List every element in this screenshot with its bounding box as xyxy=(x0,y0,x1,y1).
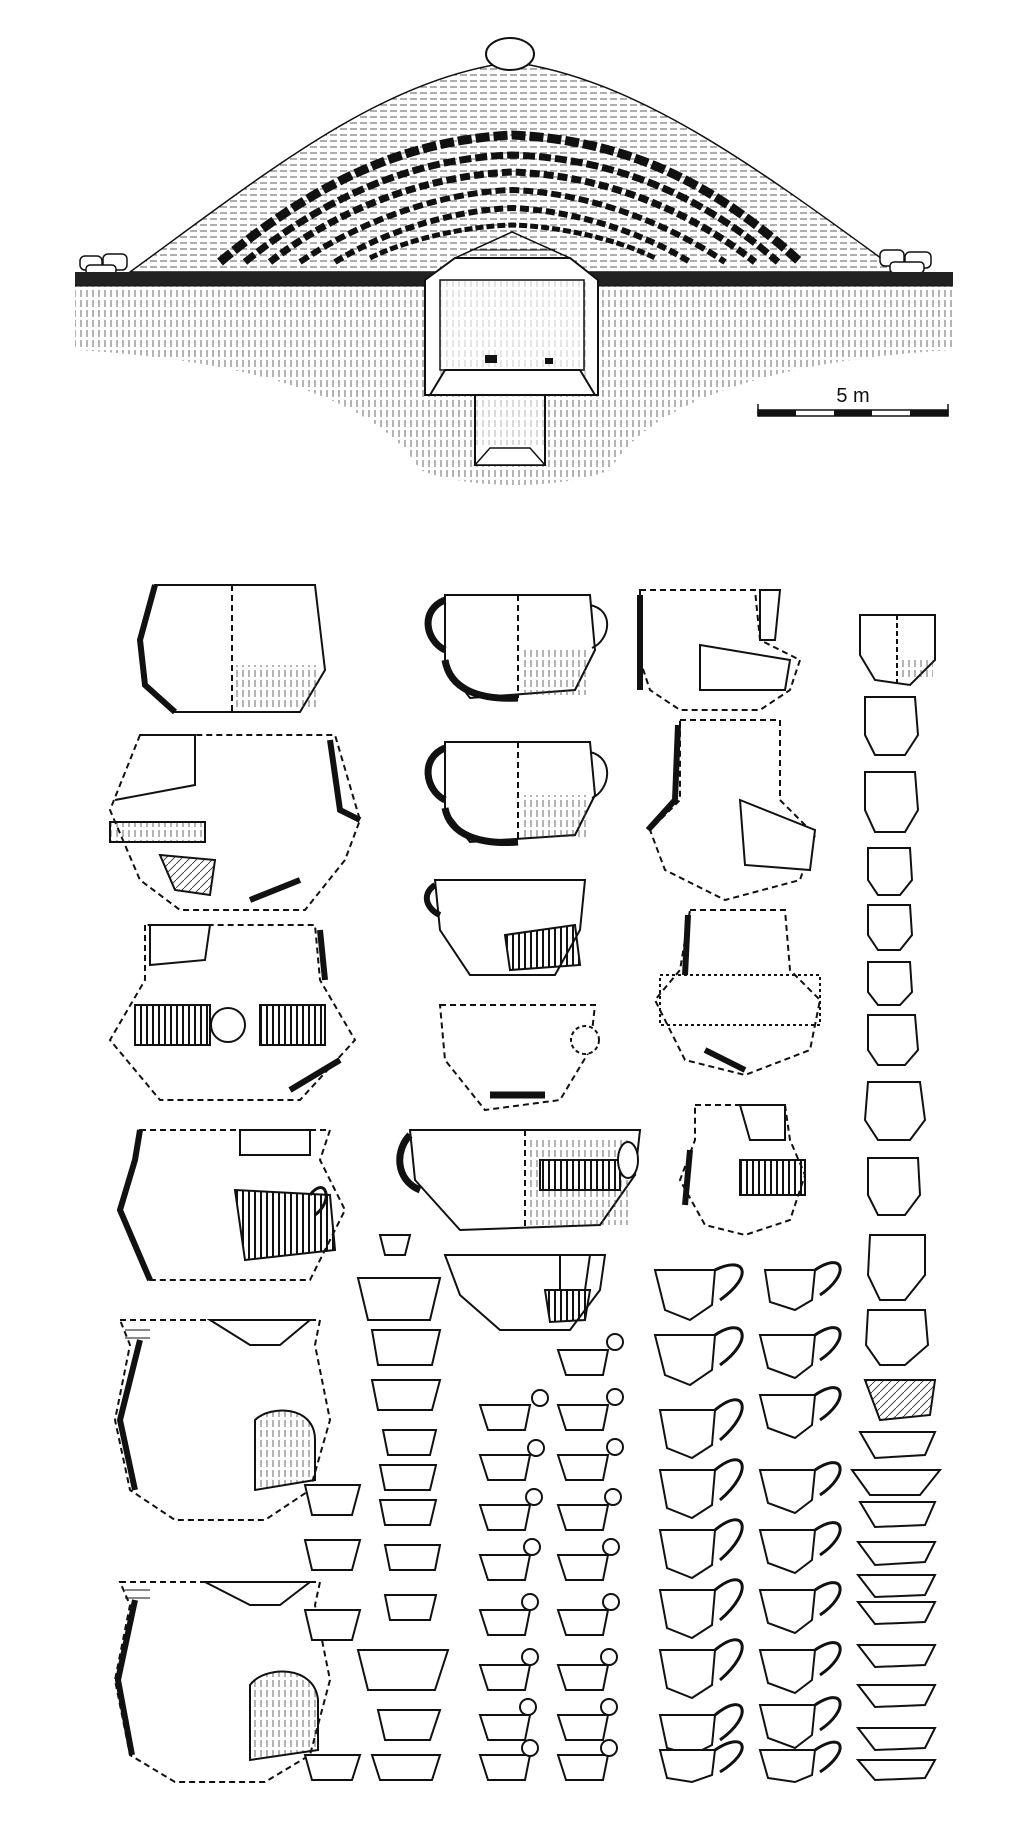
handled-pot xyxy=(424,741,609,847)
large-vessel xyxy=(108,924,357,1101)
side-stones-left xyxy=(79,253,128,276)
side-stones-right xyxy=(879,249,932,274)
jug xyxy=(645,719,817,902)
jug xyxy=(637,589,802,711)
large-vessel xyxy=(116,1129,347,1282)
large-vessel xyxy=(136,584,327,715)
large-vessel xyxy=(108,734,362,911)
handled-pot xyxy=(423,879,587,976)
large-handled-cups xyxy=(653,1261,842,1784)
lower-shaft xyxy=(473,394,547,466)
large-vessel xyxy=(113,1581,332,1783)
loop-handled-cups xyxy=(478,1333,624,1781)
top-stone xyxy=(485,37,535,71)
handled-pot xyxy=(396,1129,642,1232)
scale-bar: 5 m xyxy=(757,385,949,417)
small-bowls-column xyxy=(303,1234,450,1781)
large-vessel xyxy=(113,1319,332,1521)
burial-chamber xyxy=(424,231,599,396)
stone-layers xyxy=(217,130,804,266)
handled-pot xyxy=(443,1254,607,1331)
mugs-column xyxy=(850,614,943,1782)
scale-bar-label: 5 m xyxy=(836,385,869,407)
mound-earth xyxy=(127,61,903,273)
handled-pot xyxy=(438,1004,600,1112)
jug xyxy=(653,909,822,1077)
handled-pot xyxy=(424,594,609,702)
barrow-cross-section: 5 m xyxy=(75,37,953,485)
pottery-plate xyxy=(108,584,943,1784)
jug xyxy=(678,1104,807,1237)
